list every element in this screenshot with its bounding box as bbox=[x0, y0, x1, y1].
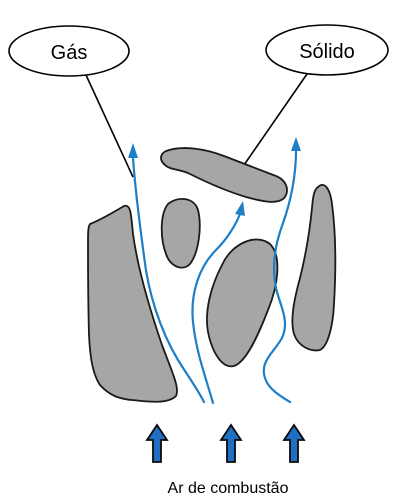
gas-stream-left-arrowhead bbox=[128, 143, 138, 158]
air-arrow-left bbox=[147, 425, 167, 462]
combustion-air-label: Ar de combustão bbox=[168, 480, 289, 497]
combustion-air-arrows bbox=[147, 425, 304, 462]
solid-leader-line bbox=[244, 74, 307, 165]
solid-particle-middle bbox=[207, 240, 277, 367]
gas-stream-center-arrowhead bbox=[235, 201, 245, 216]
gas-label: Gás bbox=[51, 42, 88, 64]
gas-callout: Gás bbox=[9, 26, 133, 177]
solid-particle-small bbox=[162, 199, 200, 268]
solid-callout: Sólido bbox=[244, 25, 388, 165]
solid-label: Sólido bbox=[299, 41, 355, 63]
air-arrow-right bbox=[284, 425, 304, 462]
solid-particles bbox=[88, 148, 335, 402]
air-arrow-center bbox=[221, 425, 241, 462]
gas-leader-line bbox=[86, 75, 133, 177]
solid-particle-elongated bbox=[161, 148, 287, 202]
gas-stream-right-arrowhead bbox=[291, 137, 301, 151]
solid-particle-right bbox=[292, 185, 335, 351]
